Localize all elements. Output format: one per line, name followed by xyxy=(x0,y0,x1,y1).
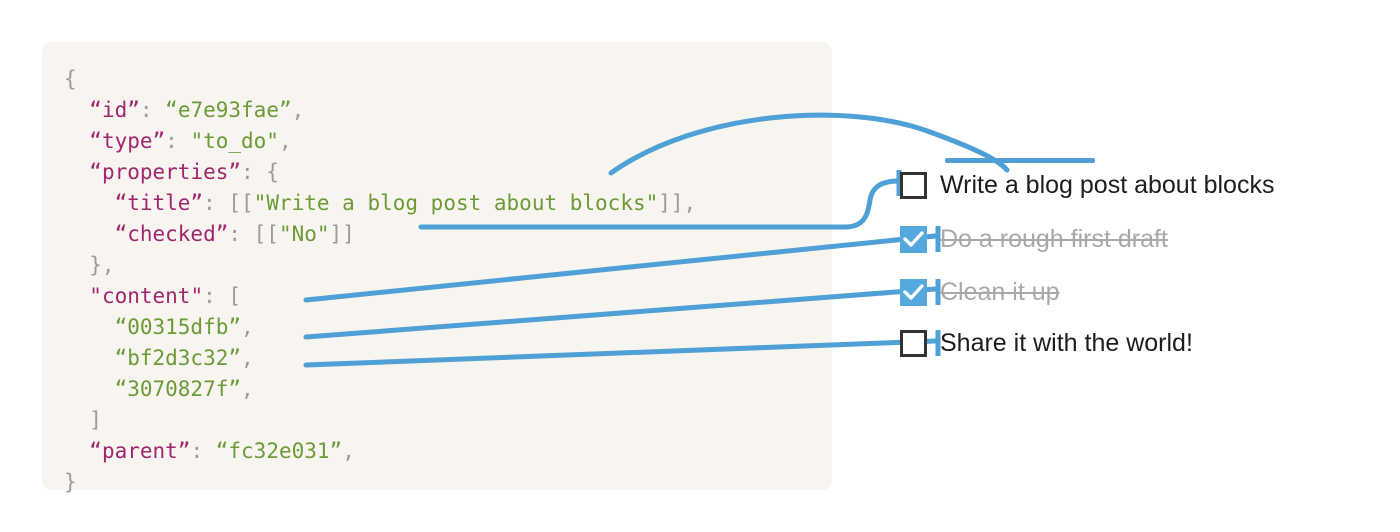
code-line-13: } xyxy=(64,470,77,494)
todo-label-1: Do a rough first draft xyxy=(940,224,1168,253)
todo-row-3[interactable]: Share it with the world! xyxy=(900,326,1193,360)
checkbox-checked-icon[interactable] xyxy=(900,278,927,306)
todo-label-3: Share it with the world! xyxy=(940,328,1193,357)
code-line-11: ] xyxy=(64,408,102,432)
title-highlight-bar xyxy=(945,158,1095,163)
code-line-9: “bf2d3c32”, xyxy=(114,346,254,370)
checkbox-unchecked-icon[interactable] xyxy=(900,171,927,199)
todo-label-0: Write a blog post about blocks xyxy=(940,170,1275,199)
checkbox-checked-icon[interactable] xyxy=(900,225,927,253)
code-line-10: “3070827f”, xyxy=(114,377,254,401)
todo-row-2[interactable]: Clean it up xyxy=(900,275,1060,309)
checkbox-unchecked-icon[interactable] xyxy=(900,329,927,357)
code-line-7: "content": [ xyxy=(89,284,242,308)
code-line-0: { xyxy=(64,67,77,91)
code-line-5: “checked”: [["No"]] xyxy=(114,222,355,246)
todo-row-1[interactable]: Do a rough first draft xyxy=(900,222,1168,256)
json-code-text: { “id”: “e7e93fae”, “type”: "to_do", “pr… xyxy=(64,64,696,498)
todo-label-2: Clean it up xyxy=(940,277,1060,306)
code-line-6: }, xyxy=(64,253,115,277)
code-line-3: “properties”: { xyxy=(89,160,279,184)
code-line-12: “parent”: “fc32e031”, xyxy=(89,439,355,463)
todo-row-0[interactable]: Write a blog post about blocks xyxy=(900,168,1274,202)
code-line-2: “type”: "to_do", xyxy=(89,129,292,153)
json-code-panel: { “id”: “e7e93fae”, “type”: "to_do", “pr… xyxy=(42,42,832,494)
code-line-1: “id”: “e7e93fae”, xyxy=(89,98,305,122)
code-line-4: “title”: [["Write a blog post about bloc… xyxy=(114,191,697,215)
code-line-8: “00315dfb”, xyxy=(114,315,254,339)
